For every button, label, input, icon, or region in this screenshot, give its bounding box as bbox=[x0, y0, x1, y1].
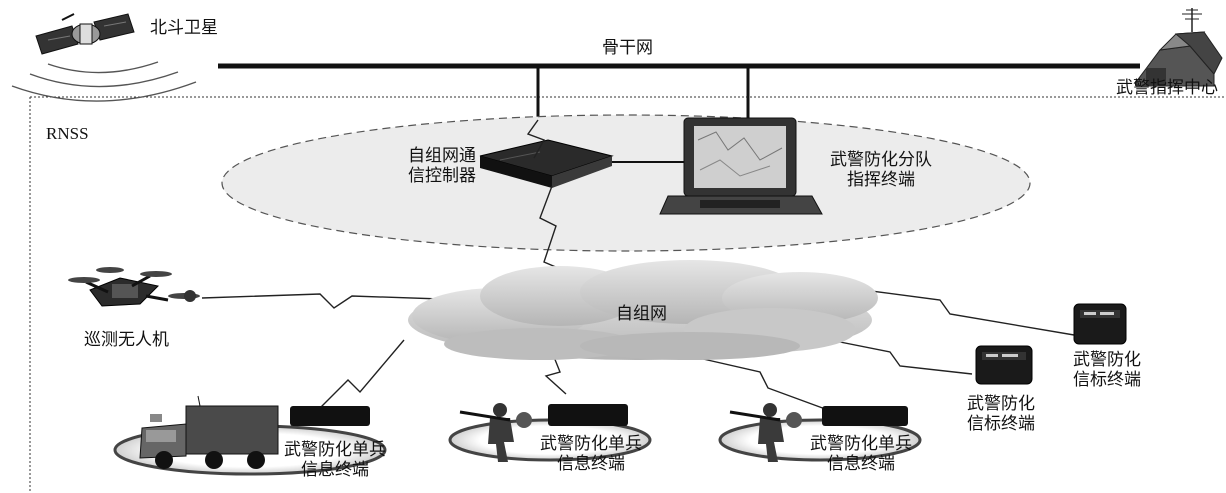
squad-terminal-label: 武警防化分队 指挥终端 bbox=[830, 150, 932, 190]
soldier-terminal-box bbox=[548, 404, 628, 426]
adhoc-network-label: 自组网 bbox=[616, 304, 667, 324]
satellite-icon bbox=[35, 13, 135, 55]
beacon-device-icon bbox=[1073, 303, 1127, 345]
soldier-icon bbox=[459, 403, 532, 462]
router-box-icon bbox=[479, 139, 614, 188]
rugged-laptop-icon bbox=[659, 117, 823, 215]
rnss-boundary bbox=[29, 96, 1226, 493]
soldier-truck-label: 武警防化单兵 信息终端 bbox=[284, 440, 386, 480]
soldier-terminal-box bbox=[290, 406, 370, 426]
beacon2-label: 武警防化 信标终端 bbox=[967, 394, 1035, 434]
beacon-device-icon bbox=[975, 345, 1033, 385]
rnss-label: RNSS bbox=[46, 124, 89, 143]
soldier-terminal-box bbox=[822, 406, 908, 426]
satellite-signal-arcs bbox=[11, 61, 197, 102]
soldier-icon bbox=[729, 403, 802, 462]
command-center-label: 武警指挥中心 bbox=[1116, 78, 1218, 98]
satellite-label: 北斗卫星 bbox=[150, 18, 218, 38]
cloud-icon bbox=[408, 260, 878, 360]
lightning-link-icon bbox=[201, 119, 1081, 419]
soldier-mid-label: 武警防化单兵 信息终端 bbox=[540, 434, 642, 474]
controller-label: 自组网通 信控制器 bbox=[408, 146, 476, 186]
command-group-ellipse bbox=[221, 114, 1031, 252]
beacon1-label: 武警防化 信标终端 bbox=[1073, 350, 1141, 390]
backbone-label: 骨干网 bbox=[602, 38, 653, 58]
tent-antenna-icon bbox=[1135, 8, 1223, 87]
soldier-right-label: 武警防化单兵 信息终端 bbox=[810, 434, 912, 474]
military-truck-icon bbox=[139, 395, 279, 469]
quadcopter-icon bbox=[68, 267, 200, 307]
drone-label: 巡测无人机 bbox=[84, 330, 169, 350]
